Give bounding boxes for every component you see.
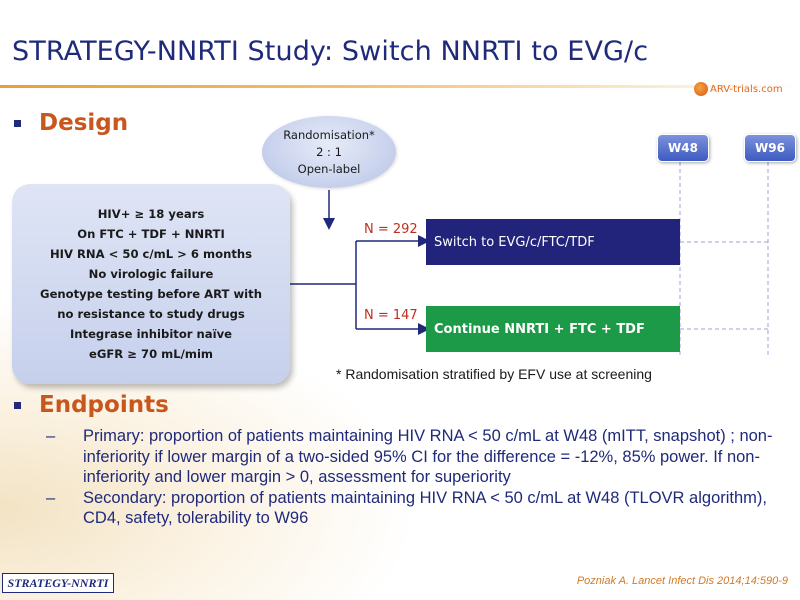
eligibility-line: No virologic failure	[88, 267, 214, 281]
randomisation-line-2: 2 : 1	[316, 144, 342, 159]
endpoint-secondary: – Secondary: proportion of patients main…	[46, 488, 786, 529]
arv-trials-logo-icon	[694, 82, 708, 96]
endpoint-primary-text: Primary: proportion of patients maintain…	[83, 427, 773, 486]
eligibility-line: eGFR ≥ 70 mL/mim	[88, 347, 214, 361]
design-heading: Design	[14, 110, 128, 136]
week-96-tag: W96	[744, 134, 796, 162]
randomisation-line-3: Open-label	[297, 161, 361, 176]
endpoints-heading: Endpoints	[14, 392, 169, 418]
week-48-tag: W48	[657, 134, 709, 162]
citation: Pozniak A. Lancet Infect Dis 2014;14:590…	[576, 575, 788, 587]
dash-bullet: –	[46, 427, 56, 445]
eligibility-line: HIV+ ≥ 18 years	[97, 207, 205, 221]
eligibility-box: HIV+ ≥ 18 years On FTC + TDF + NNRTI HIV…	[12, 184, 290, 384]
endpoint-primary: – Primary: proportion of patients mainta…	[46, 426, 786, 488]
eligibility-line: Genotype testing before ART with	[40, 287, 262, 301]
eligibility-line: no resistance to study drugs	[57, 307, 245, 321]
dash-bullet: –	[46, 488, 56, 507]
endpoints-list: – Primary: proportion of patients mainta…	[46, 426, 786, 529]
design-heading-label: Design	[39, 110, 129, 136]
randomisation-ellipse: Randomisation* 2 : 1 Open-label	[262, 116, 396, 188]
arm2-continue-box: Continue NNRTI + FTC + TDF	[426, 306, 680, 352]
arm2-n-label: N = 147	[364, 308, 418, 323]
endpoint-secondary-text: Secondary: proportion of patients mainta…	[83, 488, 767, 528]
study-tag: STRATEGY-NNRTI	[2, 573, 114, 593]
slide-title: STRATEGY-NNRTI Study: Switch NNRTI to EV…	[12, 36, 649, 67]
bullet-square-icon	[14, 119, 21, 127]
bullet-square-icon	[14, 401, 21, 409]
eligibility-line: On FTC + TDF + NNRTI	[77, 227, 225, 241]
eligibility-line: HIV RNA < 50 c/mL > 6 months	[49, 247, 253, 261]
randomisation-line-1: Randomisation*	[283, 127, 375, 142]
arm1-n-label: N = 292	[364, 222, 418, 237]
randomisation-footnote: * Randomisation stratified by EFV use at…	[336, 366, 652, 382]
arm1-switch-box: Switch to EVG/c/FTC/TDF	[426, 219, 680, 265]
arv-trials-logo: ARV-trials.com	[694, 80, 783, 98]
eligibility-line: Integrase inhibitor naïve	[69, 327, 233, 341]
endpoints-heading-label: Endpoints	[39, 392, 169, 418]
title-divider	[0, 85, 800, 88]
logo-text: ARV-trials.com	[710, 83, 783, 95]
